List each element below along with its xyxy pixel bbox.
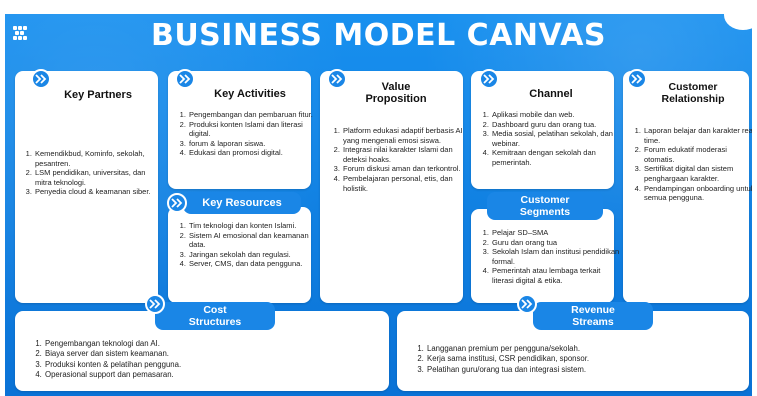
customer-segments-title-line1: Customer bbox=[520, 194, 570, 206]
double-chevron-right-icon bbox=[479, 69, 499, 89]
list-item: Integrasi nilai karakter Islami dan dete… bbox=[342, 145, 466, 164]
revenue-streams-title: Revenue Streams bbox=[533, 302, 653, 330]
key-resources-title: Key Resources bbox=[183, 192, 301, 214]
list-item: Media sosial, pelatihan sekolah, dan web… bbox=[491, 129, 623, 148]
list-item: Sertifikat digital dan sistem penghargaa… bbox=[643, 164, 752, 183]
cost-structures-title-line1: Cost bbox=[203, 304, 227, 316]
list-item: Edukasi dan promosi digital. bbox=[188, 148, 320, 158]
list-item: Biaya server dan sistem keamanan. bbox=[44, 349, 344, 359]
customer-segments-card bbox=[471, 209, 614, 303]
channel-list: Aplikasi mobile dan web. Dashboard guru … bbox=[480, 110, 623, 168]
list-item: Kemitraan dengan sekolah dan pemerintah. bbox=[491, 148, 623, 167]
double-chevron-right-icon bbox=[31, 69, 51, 89]
customer-relationship-title-line2: Relationship bbox=[661, 93, 725, 105]
list-item: Jaringan sekolah dan regulasi. bbox=[188, 250, 320, 260]
list-item: Pengembangan teknologi dan AI. bbox=[44, 339, 344, 349]
list-item: Sekolah Islam dan institusi pendidikan f… bbox=[491, 247, 623, 266]
page-title: BUSINESS MODEL CANVAS bbox=[150, 18, 607, 53]
list-item: Laporan belajar dan karakter real-time. bbox=[643, 126, 752, 145]
list-item: Langganan premium per pengguna/sekolah. bbox=[426, 344, 746, 354]
key-activities-list: Pengembangan dan pembaruan fitur. Produk… bbox=[177, 110, 320, 158]
cost-structures-list: Pengembangan teknologi dan AI. Biaya ser… bbox=[33, 339, 344, 381]
list-item: Guru dan orang tua bbox=[491, 238, 623, 248]
dots-grid-icon bbox=[13, 26, 27, 40]
double-chevron-right-icon bbox=[167, 193, 187, 213]
double-chevron-right-icon bbox=[175, 69, 195, 89]
list-item: Pelatihan guru/orang tua dan integrasi s… bbox=[426, 365, 746, 375]
list-item: Pemerintah atau lembaga terkait literasi… bbox=[491, 266, 623, 285]
cost-structures-title-line2: Structures bbox=[188, 316, 242, 328]
double-chevron-right-icon bbox=[327, 69, 347, 89]
list-item: Tim teknologi dan konten Islami. bbox=[188, 221, 320, 231]
list-item: Pendampingan onboarding untuk semua peng… bbox=[643, 184, 752, 203]
value-proposition-title-line2: Proposition bbox=[365, 93, 427, 105]
list-item: Aplikasi mobile dan web. bbox=[491, 110, 623, 120]
customer-segments-title-line2: Segments bbox=[519, 206, 571, 218]
figure-caption bbox=[0, 0, 757, 14]
key-activities-title: Key Activities bbox=[195, 81, 305, 107]
key-partners-card bbox=[15, 71, 158, 303]
list-item: forum & laporan siswa. bbox=[188, 139, 320, 149]
revenue-streams-title-line2: Streams bbox=[572, 316, 614, 328]
list-item: Kerja sama institusi, CSR pendidikan, sp… bbox=[426, 354, 746, 364]
list-item: Pengembangan dan pembaruan fitur. bbox=[188, 110, 320, 120]
customer-segments-list: Pelajar SD–SMA Guru dan orang tua Sekola… bbox=[480, 228, 623, 286]
list-item: Pembelajaran personal, etis, dan holisti… bbox=[342, 174, 466, 193]
double-chevron-right-icon bbox=[627, 69, 647, 89]
value-proposition-title: Value Proposition bbox=[341, 78, 451, 108]
list-item: LSM pendidikan, universitas, dan mitra t… bbox=[34, 168, 162, 187]
customer-relationship-card bbox=[623, 71, 749, 303]
value-proposition-title-line1: Value bbox=[381, 81, 411, 93]
channel-title: Channel bbox=[495, 81, 607, 107]
list-item: Penyedia cloud & keamanan siber. bbox=[34, 187, 162, 197]
key-partners-list: Kemendikbud, Kominfo, sekolah, pesantren… bbox=[23, 149, 162, 197]
double-chevron-right-icon bbox=[145, 294, 165, 314]
customer-segments-title: Customer Segments bbox=[487, 192, 603, 220]
list-item: Server, CMS, dan data pengguna. bbox=[188, 259, 320, 269]
revenue-streams-list: Langganan premium per pengguna/sekolah. … bbox=[415, 344, 746, 375]
key-partners-title: Key Partners bbox=[45, 82, 151, 108]
key-resources-list: Tim teknologi dan konten Islami. Sistem … bbox=[177, 221, 320, 269]
double-chevron-right-icon bbox=[517, 294, 537, 314]
revenue-streams-title-line1: Revenue bbox=[571, 304, 615, 316]
list-item: Operasional support dan pemasaran. bbox=[44, 370, 344, 380]
cost-structures-title: Cost Structures bbox=[155, 302, 275, 330]
customer-relationship-title-line1: Customer bbox=[668, 81, 718, 93]
list-item: Pelajar SD–SMA bbox=[491, 228, 623, 238]
list-item: Forum diskusi aman dan terkontrol. bbox=[342, 164, 466, 174]
list-item: Sistem AI emosional dan keamanan data. bbox=[188, 231, 320, 250]
customer-relationship-title: Customer Relationship bbox=[641, 78, 745, 108]
list-item: Dashboard guru dan orang tua. bbox=[491, 120, 623, 130]
list-item: Platform edukasi adaptif berbasis AI yan… bbox=[342, 126, 466, 145]
value-proposition-list: Platform edukasi adaptif berbasis AI yan… bbox=[331, 126, 466, 193]
list-item: Forum edukatif moderasi otomatis. bbox=[643, 145, 752, 164]
customer-relationship-list: Laporan belajar dan karakter real-time. … bbox=[632, 126, 752, 203]
list-item: Produksi konten Islami dan literasi digi… bbox=[188, 120, 320, 139]
value-proposition-card bbox=[320, 71, 463, 303]
key-resources-card bbox=[168, 207, 311, 303]
corner-badge bbox=[724, 14, 752, 30]
business-model-canvas: BUSINESS MODEL CANVAS Key Partners Kemen… bbox=[5, 14, 752, 396]
list-item: Produksi konten & pelatihan pengguna. bbox=[44, 360, 344, 370]
list-item: Kemendikbud, Kominfo, sekolah, pesantren… bbox=[34, 149, 162, 168]
